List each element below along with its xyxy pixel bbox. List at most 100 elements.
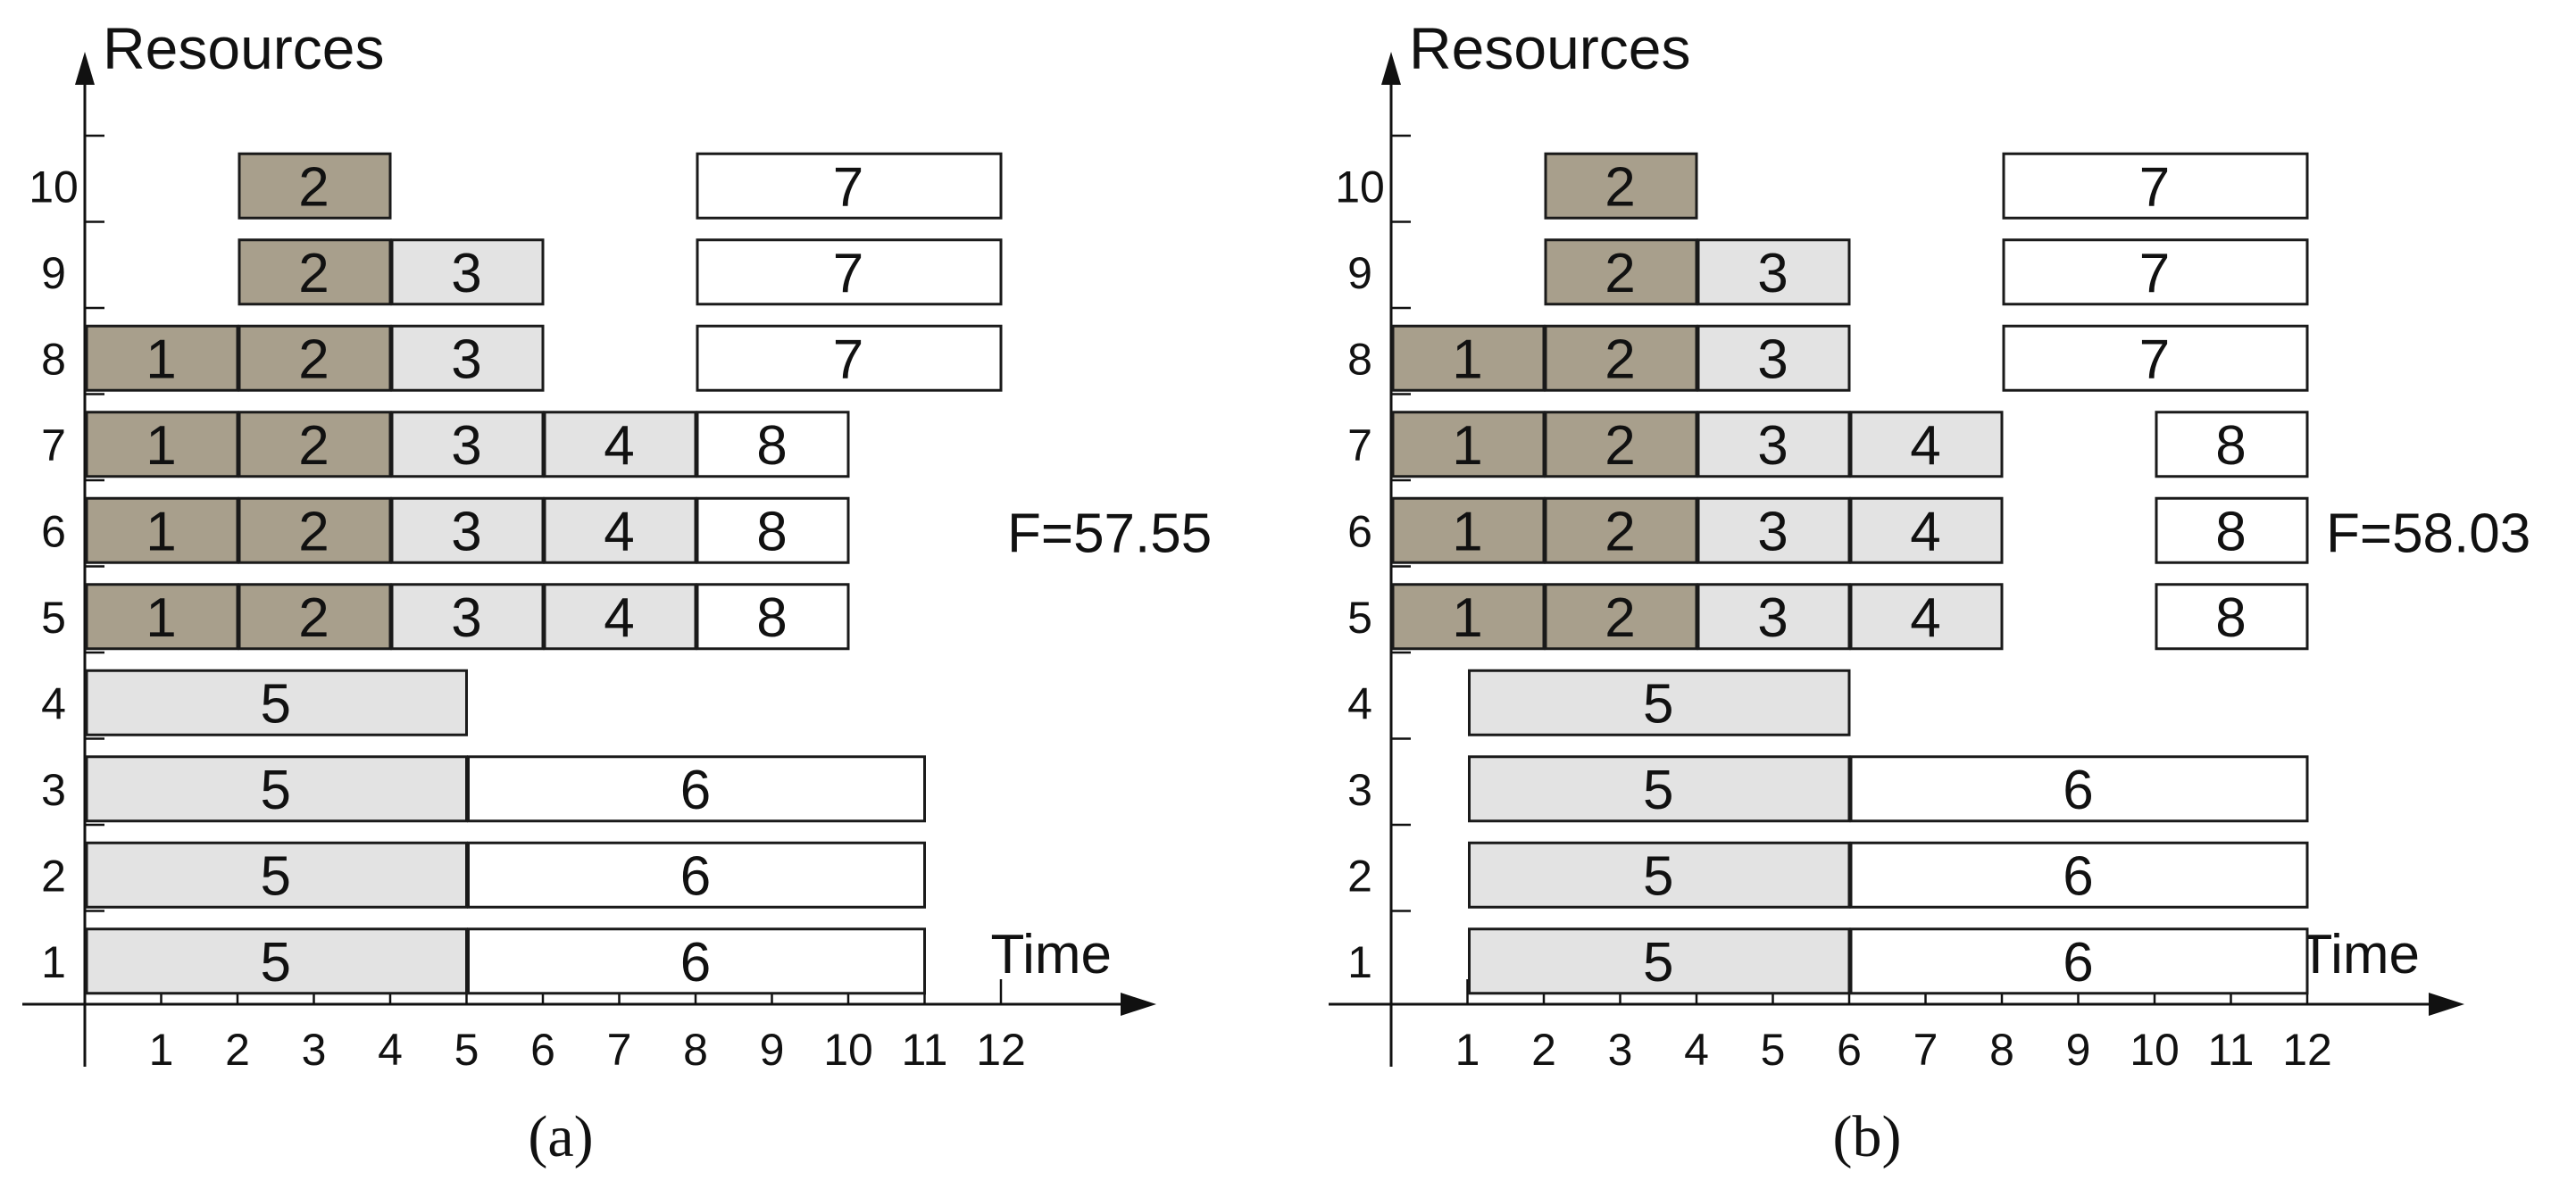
- task-label: 2: [298, 415, 329, 477]
- task-label: 7: [833, 328, 863, 390]
- x-tick-label: 4: [378, 1025, 403, 1075]
- task-bar: [1468, 669, 1851, 736]
- y-tick-label: 8: [1347, 334, 1372, 384]
- task-bar: [238, 324, 392, 392]
- task-label: 4: [604, 587, 634, 649]
- task-label: 8: [756, 501, 787, 562]
- task-label: 1: [1452, 328, 1482, 390]
- task-label: 5: [1643, 760, 1673, 821]
- task-bar: [1468, 841, 1851, 909]
- task-bar: [390, 583, 545, 651]
- task-label: 6: [680, 760, 711, 821]
- task-label: 8: [756, 587, 787, 649]
- task-bar: [1696, 411, 1851, 478]
- task-label: 3: [451, 587, 481, 649]
- x-tick-label: 7: [1913, 1025, 1938, 1075]
- y-tick-label: 2: [41, 851, 66, 901]
- y-tick-label: 8: [41, 334, 66, 384]
- y-tick-label: 3: [1347, 765, 1372, 815]
- task-label: 2: [1605, 156, 1635, 218]
- task-bar: [696, 411, 850, 478]
- task-label: 3: [451, 501, 481, 562]
- task-bar: [696, 238, 1003, 306]
- task-bar: [1696, 238, 1851, 306]
- objective-annotation: F=57.55: [1007, 503, 1212, 564]
- y-tick-label: 10: [1335, 162, 1385, 212]
- y-tick-label: 4: [1347, 678, 1372, 728]
- task-label: 6: [2063, 932, 2093, 994]
- task-label: 2: [1605, 243, 1635, 304]
- task-bar: [238, 152, 392, 220]
- task-bar: [1544, 324, 1698, 392]
- x-axis-arrow-icon: [2429, 993, 2464, 1016]
- y-tick-label: 6: [41, 506, 66, 556]
- task-bar: [2002, 238, 2309, 306]
- task-label: 4: [604, 415, 634, 477]
- x-tick-label: 10: [823, 1025, 873, 1075]
- x-tick-label: 3: [1608, 1025, 1633, 1075]
- task-label: 7: [2139, 243, 2170, 304]
- task-label: 1: [146, 328, 176, 390]
- task-label: 6: [680, 845, 711, 907]
- x-tick-label: 9: [2066, 1025, 2091, 1075]
- task-bar: [1849, 411, 2004, 478]
- x-tick-label: 11: [902, 1025, 948, 1075]
- task-label: 1: [1452, 587, 1482, 649]
- task-bar: [1391, 324, 1546, 392]
- task-bar: [696, 324, 1003, 392]
- task-bar: [85, 411, 239, 478]
- x-tick-label: 4: [1684, 1025, 1709, 1075]
- task-bar: [238, 496, 392, 564]
- x-tick-label: 9: [760, 1025, 785, 1075]
- x-axis-arrow-icon: [1121, 993, 1156, 1016]
- task-bar: [543, 411, 697, 478]
- y-tick-label: 1: [41, 937, 66, 987]
- task-label: 2: [1605, 328, 1635, 390]
- task-bar: [543, 583, 697, 651]
- task-bar: [85, 841, 468, 909]
- task-bar: [696, 152, 1003, 220]
- task-bar: [1468, 755, 1851, 823]
- task-label: 8: [2215, 415, 2246, 477]
- task-bar: [1849, 496, 2004, 564]
- x-tick-label: 2: [225, 1025, 250, 1075]
- task-label: 2: [1605, 587, 1635, 649]
- task-bar: [390, 238, 545, 306]
- task-label: 3: [451, 328, 481, 390]
- task-label: 4: [1910, 415, 1940, 477]
- task-label: 2: [298, 501, 329, 562]
- task-label: 2: [1605, 415, 1635, 477]
- task-bar: [1849, 583, 2004, 651]
- x-tick-label: 5: [454, 1025, 479, 1075]
- task-label: 7: [2139, 328, 2170, 390]
- x-axis-title: Time: [2299, 924, 2420, 985]
- y-axis-arrow-icon: [1381, 52, 1401, 85]
- task-bar: [390, 324, 545, 392]
- task-bar: [1391, 411, 1546, 478]
- task-bar: [2155, 583, 2309, 651]
- task-bar: [543, 496, 697, 564]
- task-bar: [696, 496, 850, 564]
- y-tick-label: 5: [41, 593, 66, 643]
- task-bar: [2155, 411, 2309, 478]
- task-label: 3: [1757, 328, 1788, 390]
- y-tick-label: 5: [1347, 593, 1372, 643]
- y-tick-label: 9: [1347, 248, 1372, 298]
- task-bar: [1696, 496, 1851, 564]
- task-label: 2: [298, 587, 329, 649]
- task-bar: [1544, 583, 1698, 651]
- task-label: 5: [1643, 673, 1673, 735]
- y-tick-label: 7: [41, 420, 66, 470]
- task-label: 5: [1643, 932, 1673, 994]
- x-axis-title: Time: [991, 924, 1112, 985]
- y-axis-title: Resources: [1409, 15, 1690, 81]
- task-label: 1: [146, 415, 176, 477]
- task-bar: [1468, 927, 1851, 995]
- x-tick-label: 10: [2130, 1025, 2180, 1075]
- task-label: 1: [146, 587, 176, 649]
- task-bar: [1849, 927, 2309, 995]
- x-tick-label: 6: [1837, 1025, 1862, 1075]
